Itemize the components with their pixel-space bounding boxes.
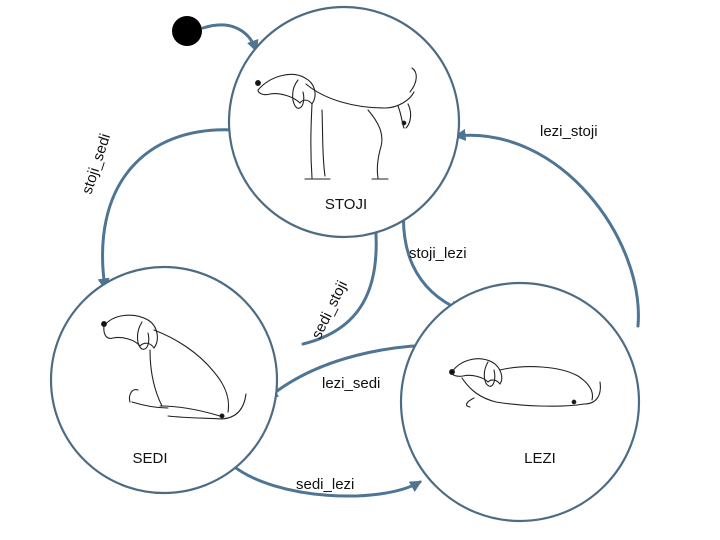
state-lezi: LEZI — [401, 283, 639, 521]
state-lezi-label: LEZI — [524, 450, 556, 467]
transition-label-sedi-stoji: sedi_stoji — [308, 278, 351, 342]
state-lezi-circle — [401, 283, 639, 521]
transition-label-lezi-sedi: lezi_sedi — [322, 375, 380, 392]
state-sedi: SEDI — [51, 267, 277, 493]
transition-label-stoji-lezi: stoji_lezi — [409, 245, 467, 262]
state-sedi-label: SEDI — [132, 450, 167, 467]
transition-label-sedi-lezi: sedi_lezi — [296, 476, 354, 493]
state-stoji-label: STOJI — [325, 196, 367, 213]
state-stoji: STOJI — [229, 7, 459, 237]
transition-label-stoji-sedi: stoji_sedi — [79, 131, 114, 196]
initial-transition-arrow — [203, 25, 256, 50]
transition-label-lezi-stoji: lezi_stoji — [540, 123, 598, 140]
initial-node — [172, 16, 202, 46]
edge-stoji-sedi — [103, 130, 235, 288]
